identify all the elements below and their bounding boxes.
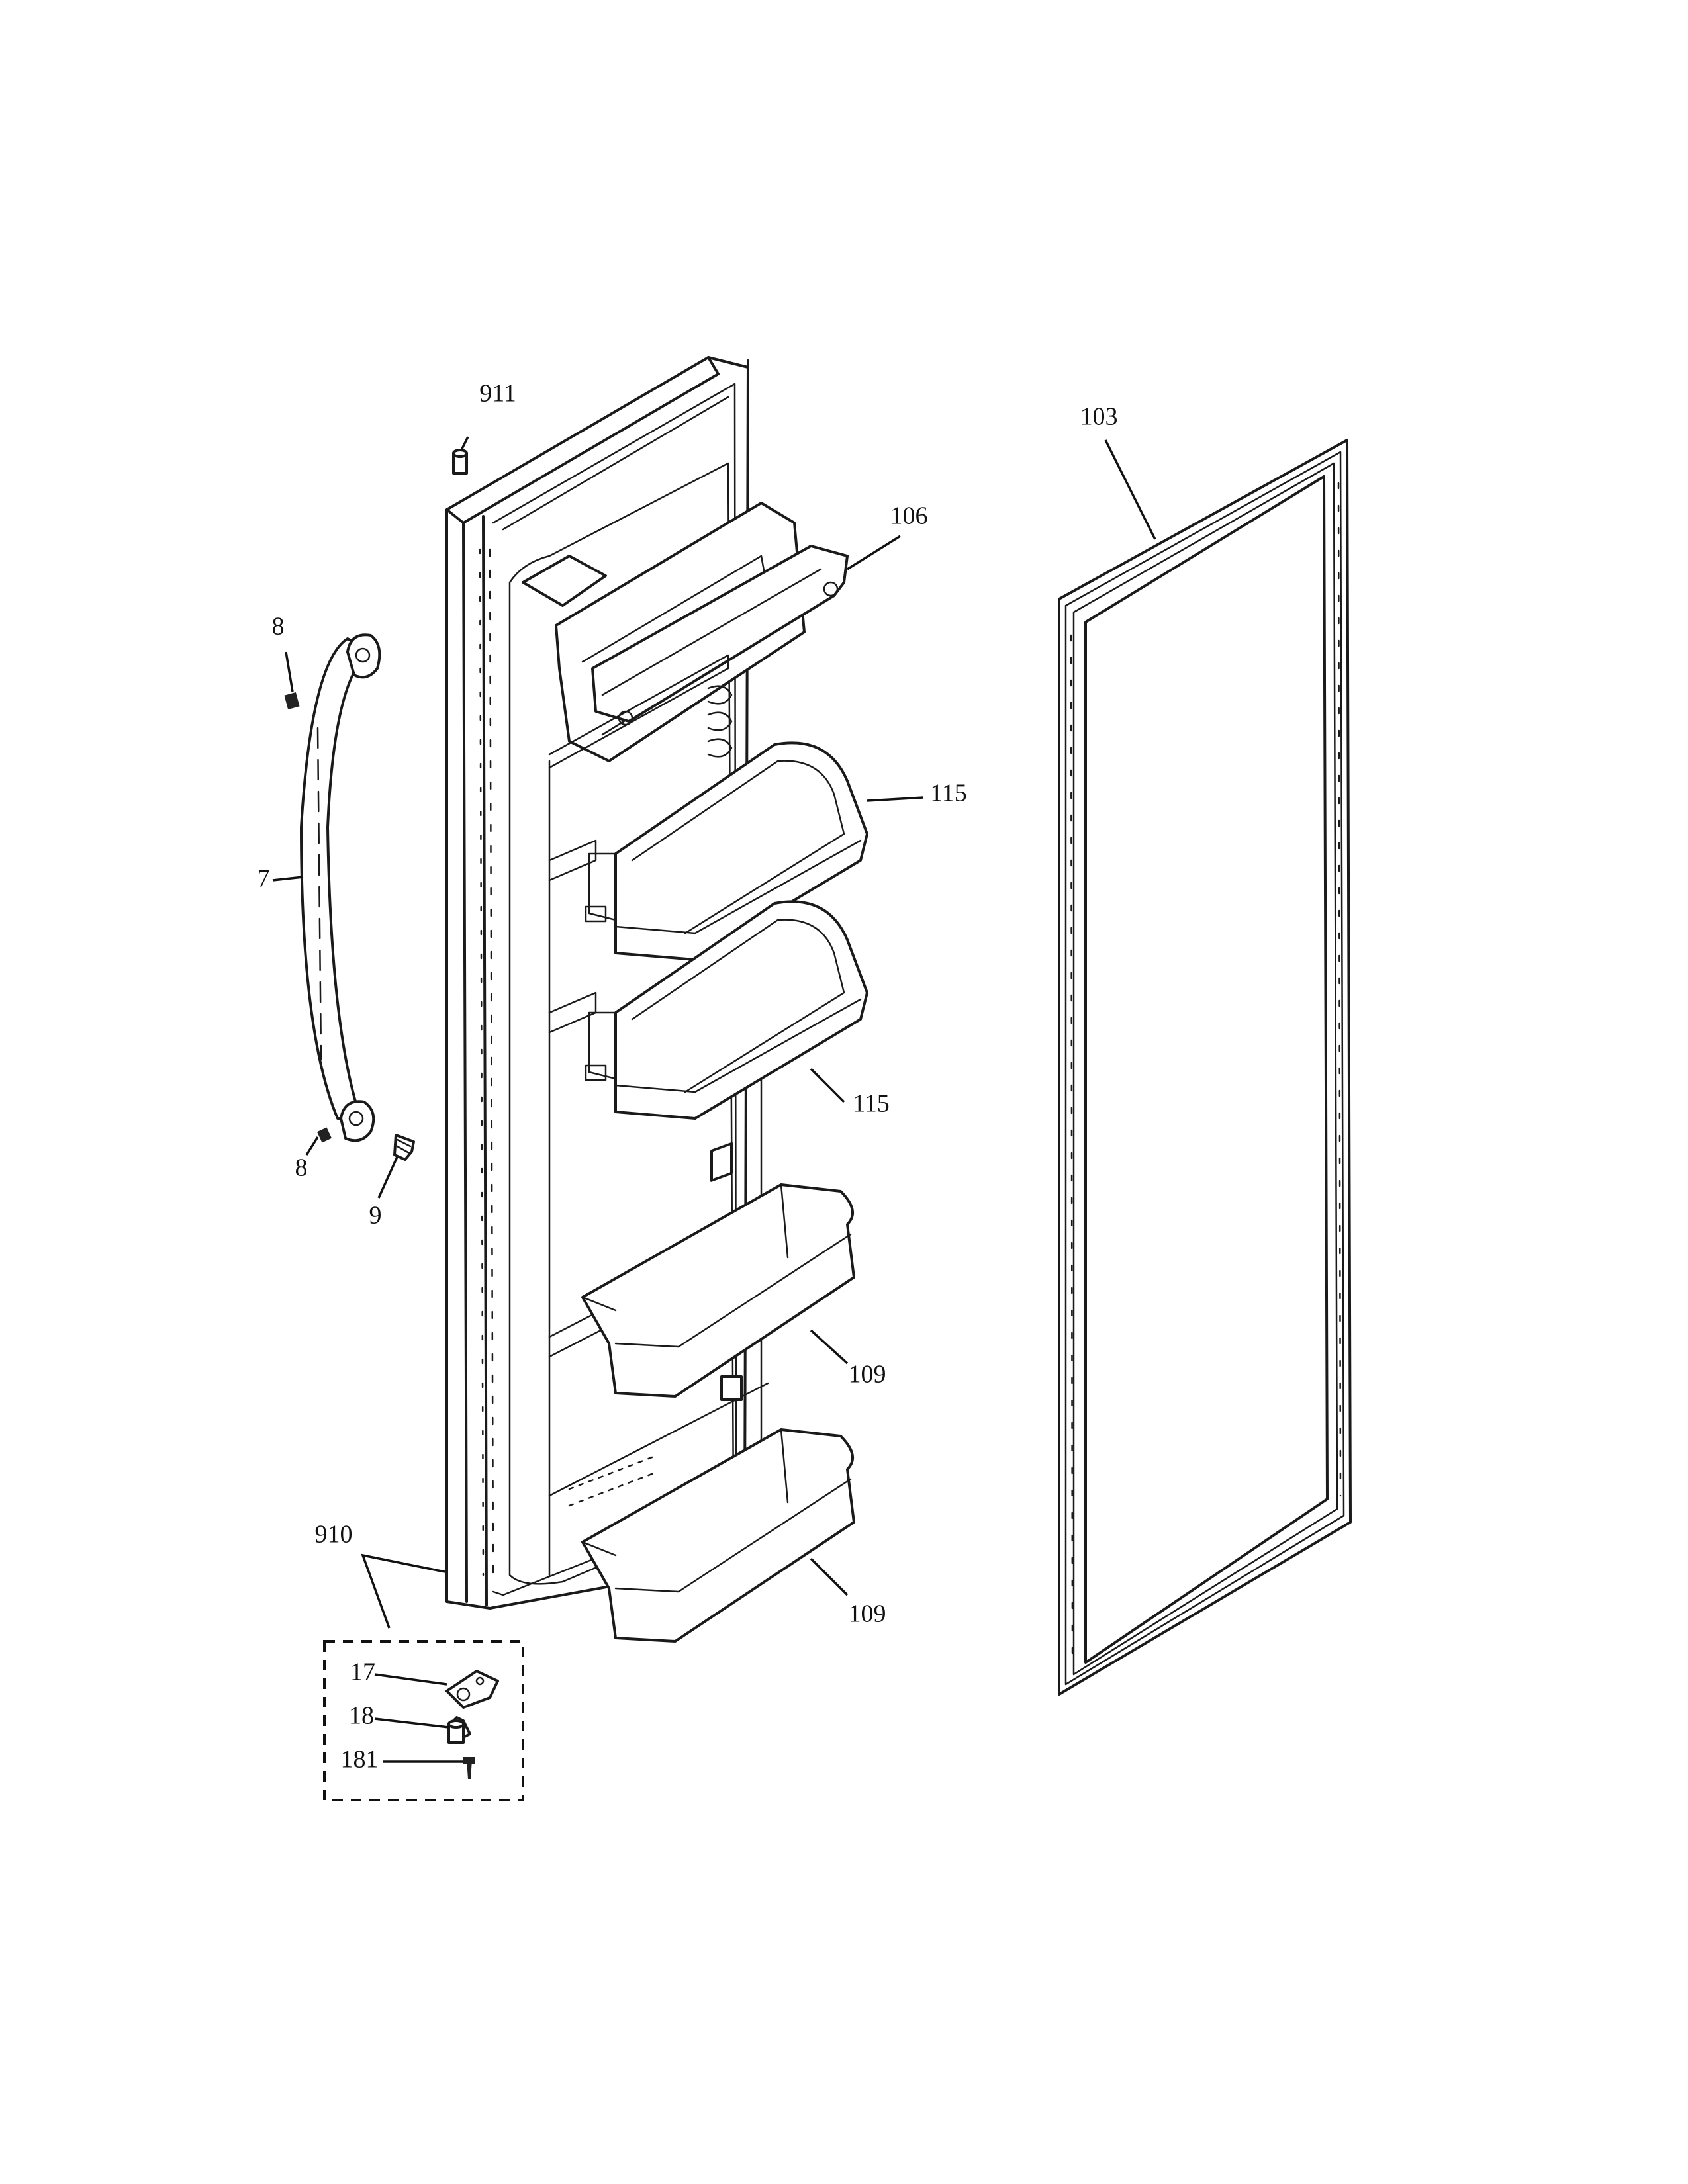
door-shelf-109-lower	[581, 1428, 855, 1643]
door-handle	[300, 633, 381, 1142]
callout-labels: 911 103 106 8 115 7 115 8 9 109 910 109 …	[258, 380, 1118, 1774]
handle-screw-upper	[284, 692, 300, 709]
callout-106: 106	[890, 502, 928, 530]
callout-17: 17	[350, 1659, 375, 1686]
callout-18: 18	[349, 1702, 374, 1730]
callout-181: 181	[341, 1746, 379, 1774]
handle-screw-lower	[316, 1127, 332, 1143]
hinge-kit-box	[323, 1640, 524, 1801]
hinge-pin-18	[447, 1716, 471, 1744]
hinge-plate-17	[445, 1670, 499, 1709]
door-gasket	[1058, 439, 1352, 1696]
callout-910: 910	[315, 1521, 353, 1549]
door-shelf-109-upper	[581, 1183, 855, 1398]
callout-109-lower: 109	[849, 1600, 886, 1628]
callout-9: 9	[369, 1202, 382, 1230]
callout-103: 103	[1080, 403, 1118, 431]
hinge-cap-911	[452, 449, 468, 475]
callout-911: 911	[479, 380, 516, 408]
callout-8-lower: 8	[295, 1154, 308, 1182]
callout-109-upper: 109	[849, 1361, 886, 1388]
door-bin-115-upper	[585, 741, 868, 961]
callout-115-lower: 115	[853, 1090, 890, 1118]
callout-7: 7	[258, 865, 270, 893]
callout-115-upper: 115	[930, 780, 967, 807]
leader-lines	[272, 436, 1156, 1763]
door-bin-115-lower	[585, 900, 868, 1120]
callout-8-upper: 8	[272, 613, 285, 641]
handle-stud-9	[393, 1134, 415, 1161]
hinge-screw-181	[463, 1757, 475, 1779]
